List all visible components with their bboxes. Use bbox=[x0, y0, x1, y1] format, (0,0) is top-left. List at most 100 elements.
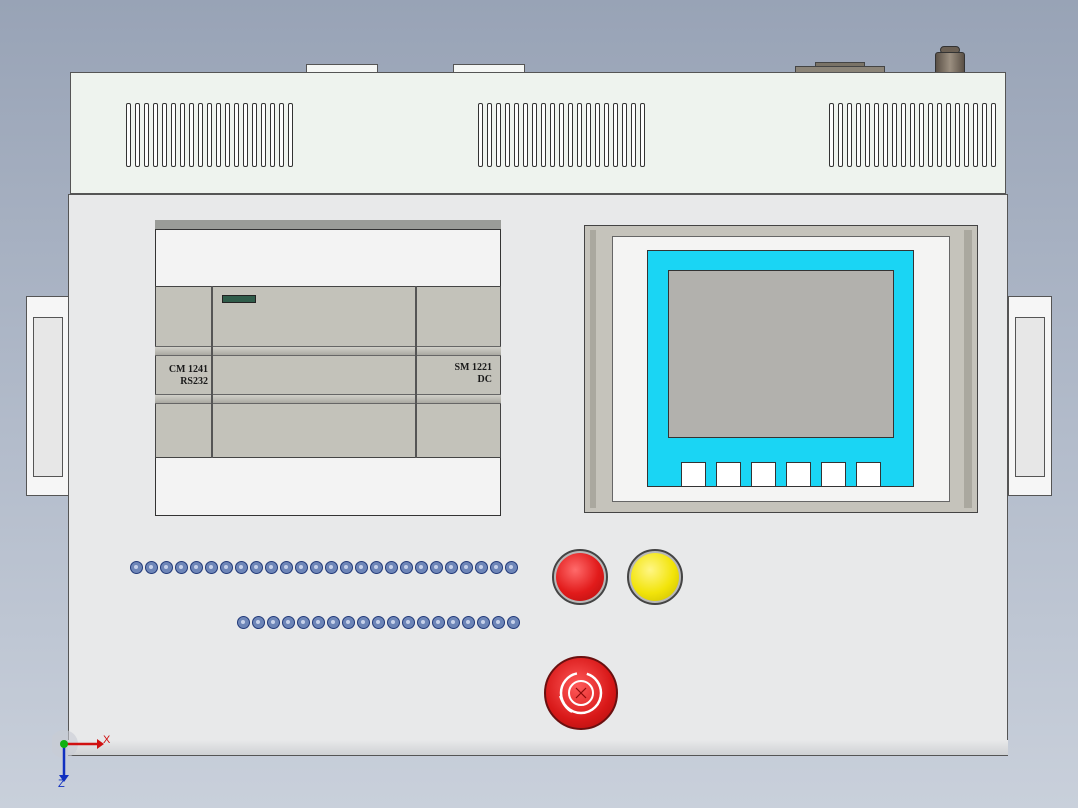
vent-slit bbox=[559, 103, 564, 167]
terminal-row-1 bbox=[130, 561, 518, 574]
vent-slit bbox=[937, 103, 942, 167]
terminal-screw bbox=[220, 561, 233, 574]
vent-slit bbox=[234, 103, 239, 167]
terminal-screw bbox=[417, 616, 430, 629]
hmi-function-key[interactable] bbox=[856, 462, 881, 487]
top-connector-1 bbox=[306, 64, 378, 74]
terminal-screw bbox=[402, 616, 415, 629]
vent-slit bbox=[225, 103, 230, 167]
terminal-screw bbox=[492, 616, 505, 629]
vent-slit bbox=[946, 103, 951, 167]
terminal-screw bbox=[355, 561, 368, 574]
vent-slit bbox=[577, 103, 582, 167]
vent-slit bbox=[478, 103, 483, 167]
vent-slit bbox=[162, 103, 167, 167]
vent-slit bbox=[865, 103, 870, 167]
vent-center bbox=[478, 103, 645, 167]
terminal-screw bbox=[250, 561, 263, 574]
red-button-cap bbox=[556, 553, 604, 601]
terminal-screw bbox=[237, 616, 250, 629]
vent-slit bbox=[514, 103, 519, 167]
vent-slit bbox=[595, 103, 600, 167]
terminal-screw bbox=[145, 561, 158, 574]
vent-left bbox=[126, 103, 293, 167]
emergency-stop-button[interactable] bbox=[544, 656, 618, 730]
vent-slit bbox=[892, 103, 897, 167]
terminal-screw bbox=[190, 561, 203, 574]
terminal-screw bbox=[372, 616, 385, 629]
z-axis-label: Z bbox=[58, 778, 65, 790]
vent-slit bbox=[126, 103, 131, 167]
terminal-screw bbox=[460, 561, 473, 574]
vent-slit bbox=[973, 103, 978, 167]
vent-slit bbox=[532, 103, 537, 167]
hmi-function-key[interactable] bbox=[821, 462, 846, 487]
terminal-screw bbox=[130, 561, 143, 574]
plc-cm-module-label: CM 1241 RS232 bbox=[162, 364, 208, 388]
hmi-side-left bbox=[590, 230, 596, 508]
vent-slit bbox=[541, 103, 546, 167]
hmi-function-key[interactable] bbox=[681, 462, 706, 487]
terminal-row-2 bbox=[237, 616, 520, 629]
terminal-screw bbox=[312, 616, 325, 629]
terminal-screw bbox=[445, 561, 458, 574]
plc-cm-module-type: RS232 bbox=[180, 376, 208, 387]
terminal-screw bbox=[387, 616, 400, 629]
vent-slit bbox=[928, 103, 933, 167]
vent-slit bbox=[198, 103, 203, 167]
vent-slit bbox=[586, 103, 591, 167]
vent-slit bbox=[261, 103, 266, 167]
terminal-screw bbox=[385, 561, 398, 574]
vent-slit bbox=[505, 103, 510, 167]
vent-slit bbox=[883, 103, 888, 167]
plc-din-rail-bottom bbox=[155, 458, 501, 516]
terminal-screw bbox=[462, 616, 475, 629]
vent-slit bbox=[901, 103, 906, 167]
terminal-screw bbox=[297, 616, 310, 629]
vent-slit bbox=[496, 103, 501, 167]
terminal-screw bbox=[370, 561, 383, 574]
vent-slit bbox=[874, 103, 879, 167]
m12-connector bbox=[935, 52, 965, 74]
terminal-screw bbox=[282, 616, 295, 629]
terminal-screw bbox=[235, 561, 248, 574]
terminal-screw bbox=[430, 561, 443, 574]
top-connector-2 bbox=[453, 64, 525, 74]
vent-slit bbox=[135, 103, 140, 167]
vent-slit bbox=[252, 103, 257, 167]
hmi-function-key[interactable] bbox=[716, 462, 741, 487]
terminal-screw bbox=[505, 561, 518, 574]
plc-terminal-band-bottom bbox=[155, 394, 501, 404]
plc-terminal-band-top bbox=[155, 346, 501, 356]
plc-module-divider-1 bbox=[211, 286, 213, 458]
terminal-screw bbox=[432, 616, 445, 629]
vent-slit bbox=[270, 103, 275, 167]
terminal-screw bbox=[415, 561, 428, 574]
terminal-screw bbox=[205, 561, 218, 574]
yellow-button-cap bbox=[631, 553, 679, 601]
vent-slit bbox=[856, 103, 861, 167]
red-push-button[interactable] bbox=[552, 549, 608, 605]
enclosure-bottom-edge bbox=[68, 740, 1008, 756]
vent-slit bbox=[207, 103, 212, 167]
terminal-screw bbox=[265, 561, 278, 574]
terminal-screw bbox=[342, 616, 355, 629]
terminal-screw bbox=[327, 616, 340, 629]
hmi-display[interactable] bbox=[668, 270, 894, 438]
vent-slit bbox=[838, 103, 843, 167]
plc-sm-module-name: SM 1221 bbox=[454, 362, 493, 373]
plc-sm-module-type: DC bbox=[477, 374, 492, 385]
yellow-push-button[interactable] bbox=[627, 549, 683, 605]
terminal-screw bbox=[252, 616, 265, 629]
plc-din-rail bbox=[155, 220, 501, 230]
left-handle bbox=[26, 296, 70, 496]
hmi-function-key[interactable] bbox=[786, 462, 811, 487]
terminal-screw bbox=[507, 616, 520, 629]
hmi-function-key[interactable] bbox=[751, 462, 776, 487]
right-handle-grip bbox=[1015, 317, 1045, 477]
vent-slit bbox=[910, 103, 915, 167]
vent-slit bbox=[991, 103, 996, 167]
terminal-screw bbox=[477, 616, 490, 629]
plc-body bbox=[155, 286, 501, 458]
vent-slit bbox=[829, 103, 834, 167]
